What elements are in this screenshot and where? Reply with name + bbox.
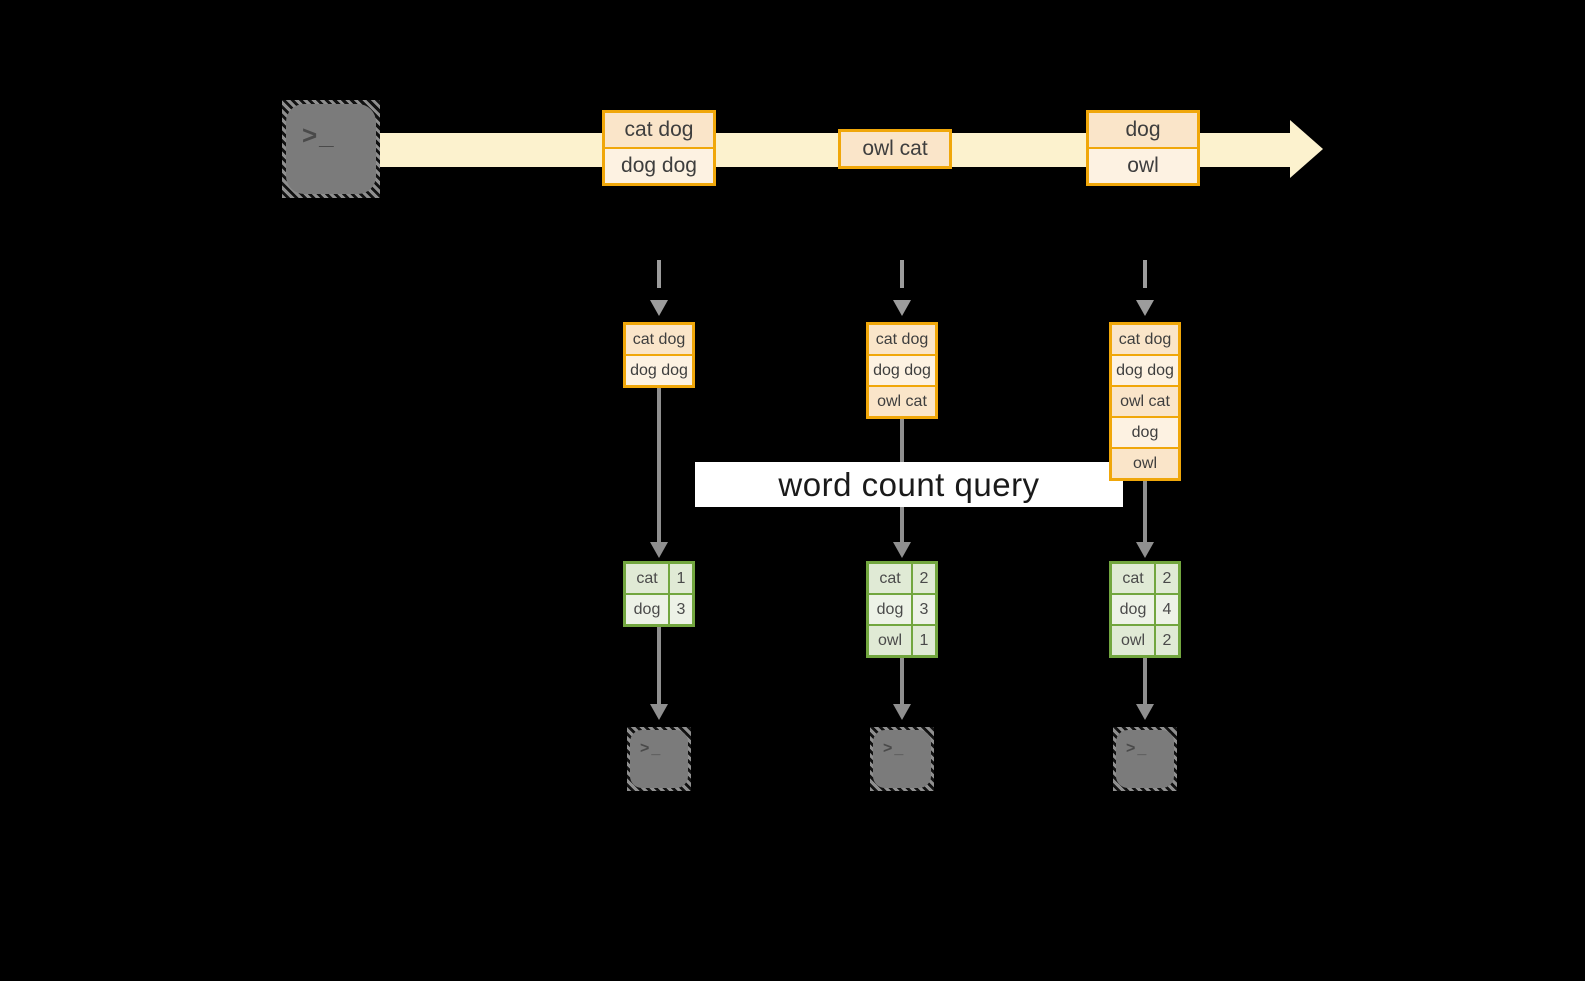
terminal-prompt-icon: >_ (302, 120, 336, 150)
buffer-cell: dog dog (626, 354, 692, 385)
count-word-cell: dog (876, 600, 904, 618)
dashed-arrow-head-icon (893, 300, 911, 316)
stream-event-row: owl cat (841, 132, 949, 166)
count-word-cell: owl (1120, 631, 1145, 649)
stream-event-row: dog (1089, 113, 1197, 147)
count-row: owl 2 (1112, 624, 1178, 655)
count-value-cell: 2 (911, 564, 935, 593)
terminal-sink-icon: >_ (1113, 727, 1177, 791)
count-value-cell: 3 (668, 595, 692, 624)
count-word-cell: cat (1122, 569, 1144, 587)
count-word-cell: dog (633, 600, 661, 618)
stream-event-row: owl (1089, 147, 1197, 183)
buffer-table-2: cat dog dog dog owl cat (866, 322, 938, 419)
buffer-cell: dog dog (869, 354, 935, 385)
query-banner: word count query (695, 462, 1123, 507)
count-value-cell: 1 (911, 626, 935, 655)
buffer-cell: owl (1112, 447, 1178, 478)
output-arrow-head-icon (1136, 704, 1154, 720)
count-row: dog 3 (869, 593, 935, 624)
count-value-cell: 2 (1154, 564, 1178, 593)
terminal-prompt-icon: >_ (1126, 740, 1149, 757)
buffer-table-3: cat dog dog dog owl cat dog owl (1109, 322, 1181, 481)
count-word-cell: cat (636, 569, 658, 587)
terminal-prompt-icon: >_ (883, 740, 906, 757)
count-table-2: cat 2 dog 3 owl 1 (866, 561, 938, 658)
terminal-screen: >_ (630, 730, 688, 788)
count-value-cell: 3 (911, 595, 935, 624)
buffer-table-1: cat dog dog dog (623, 322, 695, 388)
dashed-arrow-head-icon (650, 300, 668, 316)
stream-event-box-2: owl cat (838, 129, 952, 169)
count-table-3: cat 2 dog 4 owl 2 (1109, 561, 1181, 658)
terminal-source-icon: >_ (282, 100, 380, 198)
query-arrow-line (1143, 481, 1147, 544)
buffer-cell: owl cat (1112, 385, 1178, 416)
dashed-arrow-head-icon (1136, 300, 1154, 316)
buffer-cell: owl cat (869, 385, 935, 416)
count-row: owl 1 (869, 624, 935, 655)
terminal-sink-icon: >_ (870, 727, 934, 791)
buffer-cell: cat dog (626, 325, 692, 354)
count-row: cat 2 (1112, 564, 1178, 593)
terminal-prompt-icon: >_ (640, 740, 663, 757)
buffer-cell: dog dog (1112, 354, 1178, 385)
terminal-screen: >_ (286, 104, 376, 194)
stream-event-row: dog dog (605, 147, 713, 183)
count-word-cell: dog (1119, 600, 1147, 618)
count-table-1: cat 1 dog 3 (623, 561, 695, 627)
dashed-arrow-line (900, 260, 904, 302)
buffer-cell: cat dog (1112, 325, 1178, 354)
stream-event-row: cat dog (605, 113, 713, 147)
output-arrow-line (657, 627, 661, 705)
count-word-cell: owl (877, 631, 902, 649)
query-arrow-line (657, 388, 661, 544)
terminal-screen: >_ (1116, 730, 1174, 788)
count-value-cell: 4 (1154, 595, 1178, 624)
count-row: cat 1 (626, 564, 692, 593)
count-value-cell: 1 (668, 564, 692, 593)
query-arrow-head-icon (1136, 542, 1154, 558)
query-arrow-head-icon (650, 542, 668, 558)
output-arrow-head-icon (650, 704, 668, 720)
terminal-sink-icon: >_ (627, 727, 691, 791)
count-value-cell: 2 (1154, 626, 1178, 655)
count-row: dog 3 (626, 593, 692, 624)
output-arrow-head-icon (893, 704, 911, 720)
count-row: cat 2 (869, 564, 935, 593)
query-arrow-head-icon (893, 542, 911, 558)
count-word-cell: cat (879, 569, 901, 587)
terminal-screen: >_ (873, 730, 931, 788)
stream-arrow-head-icon (1290, 120, 1323, 178)
stream-event-box-3: dog owl (1086, 110, 1200, 186)
output-arrow-line (1143, 658, 1147, 705)
count-row: dog 4 (1112, 593, 1178, 624)
buffer-cell: dog (1112, 416, 1178, 447)
dashed-arrow-line (1143, 260, 1147, 302)
output-arrow-line (900, 658, 904, 705)
dashed-arrow-line (657, 260, 661, 302)
query-banner-label: word count query (778, 465, 1040, 503)
buffer-cell: cat dog (869, 325, 935, 354)
stream-event-box-1: cat dog dog dog (602, 110, 716, 186)
